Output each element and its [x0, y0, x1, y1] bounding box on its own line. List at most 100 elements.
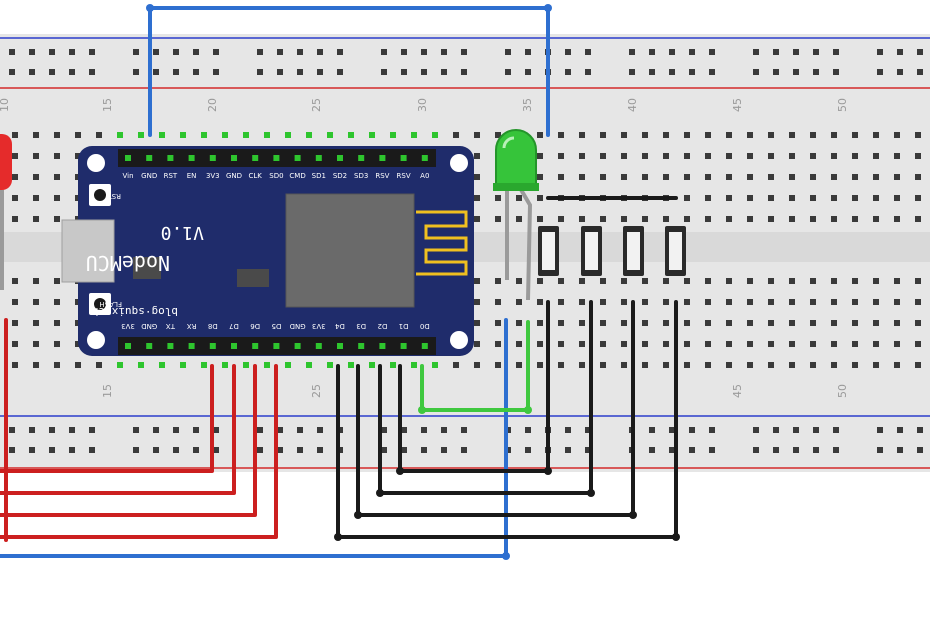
rail-hole: [153, 427, 159, 433]
hole: [789, 299, 795, 305]
pin-label: Vin: [122, 172, 133, 180]
flash-label: FLASH: [99, 300, 122, 308]
rail-hole: [257, 447, 263, 453]
hole: [684, 174, 690, 180]
header-pin: [273, 155, 280, 161]
nodemcu-board: RST FLASH V1.0 NodeMCU blog·squix·ch Vin…: [61, 146, 474, 356]
rail-hole: [277, 447, 283, 453]
header-pin: [337, 343, 343, 349]
regulator-chip: [133, 257, 161, 279]
rail-hole: [629, 69, 635, 75]
led-leg: [518, 186, 533, 301]
header-pin: [379, 343, 386, 349]
wire-black-d1: [398, 300, 550, 473]
pin-label: RSV: [397, 172, 411, 180]
rail-hole: [897, 447, 903, 453]
hole: [915, 299, 921, 305]
hole: [348, 132, 354, 138]
hole: [810, 341, 816, 347]
hole: [642, 320, 648, 326]
hole: [663, 341, 669, 347]
hole: [831, 132, 837, 138]
hole: [600, 132, 606, 138]
hole: [432, 132, 438, 138]
hole: [474, 174, 480, 180]
rail-hole: [917, 49, 923, 55]
hole: [726, 341, 732, 347]
header-pin: [400, 343, 407, 349]
hole: [768, 341, 774, 347]
hole: [642, 132, 648, 138]
rail-hole: [89, 447, 95, 453]
hole: [33, 195, 39, 201]
rail-hole: [9, 427, 15, 433]
hole: [222, 132, 228, 138]
hole: [873, 299, 879, 305]
hole: [579, 362, 585, 368]
wire-black-d2: [378, 300, 593, 495]
hole: [537, 341, 543, 347]
rail-hole: [381, 49, 387, 55]
hole: [852, 174, 858, 180]
rail-hole: [689, 427, 695, 433]
rail-hole: [461, 447, 467, 453]
hole: [558, 299, 564, 305]
hole: [516, 341, 522, 347]
rail-hole: [813, 69, 819, 75]
pin-label: RSV: [375, 172, 389, 180]
rail-hole: [153, 447, 159, 453]
hole: [537, 320, 543, 326]
hole: [369, 362, 375, 368]
rail-hole: [917, 69, 923, 75]
hole: [75, 132, 81, 138]
rail-hole: [669, 69, 675, 75]
header-pin: [294, 343, 301, 349]
hole: [852, 216, 858, 222]
pin-label: D0: [420, 322, 430, 330]
rst-label: RST: [107, 192, 121, 200]
hole: [285, 132, 291, 138]
rail-hole: [793, 69, 799, 75]
hole: [516, 320, 522, 326]
hole: [705, 216, 711, 222]
hole: [537, 195, 543, 201]
hole: [789, 341, 795, 347]
rail-hole: [793, 49, 799, 55]
hole: [33, 153, 39, 159]
rail-hole: [193, 49, 199, 55]
hole: [852, 362, 858, 368]
hole: [495, 299, 501, 305]
rail-hole: [69, 427, 75, 433]
hole: [159, 132, 165, 138]
hole: [873, 174, 879, 180]
header-pin: [231, 155, 237, 161]
rail-hole: [709, 69, 715, 75]
wire-joint: [354, 511, 362, 519]
hole: [873, 216, 879, 222]
hole: [600, 278, 606, 284]
wire-joint: [376, 489, 384, 497]
hole: [705, 132, 711, 138]
hole: [768, 299, 774, 305]
rail-hole: [29, 49, 35, 55]
rail-hole: [649, 69, 655, 75]
header-pin: [167, 343, 174, 349]
rail-hole: [461, 49, 467, 55]
rail-hole: [441, 49, 447, 55]
hole: [474, 362, 480, 368]
rail-hole: [753, 69, 759, 75]
header-pin: [146, 155, 153, 161]
hole: [474, 320, 480, 326]
wire-joint: [524, 406, 532, 414]
pin-label: D2: [377, 322, 387, 330]
hole: [180, 132, 186, 138]
hole: [747, 299, 753, 305]
hole: [747, 132, 753, 138]
push-button: [581, 226, 602, 276]
push-button: [623, 226, 644, 276]
hole: [768, 174, 774, 180]
rail-hole: [649, 447, 655, 453]
hole: [894, 362, 900, 368]
wire-joint: [418, 406, 426, 414]
